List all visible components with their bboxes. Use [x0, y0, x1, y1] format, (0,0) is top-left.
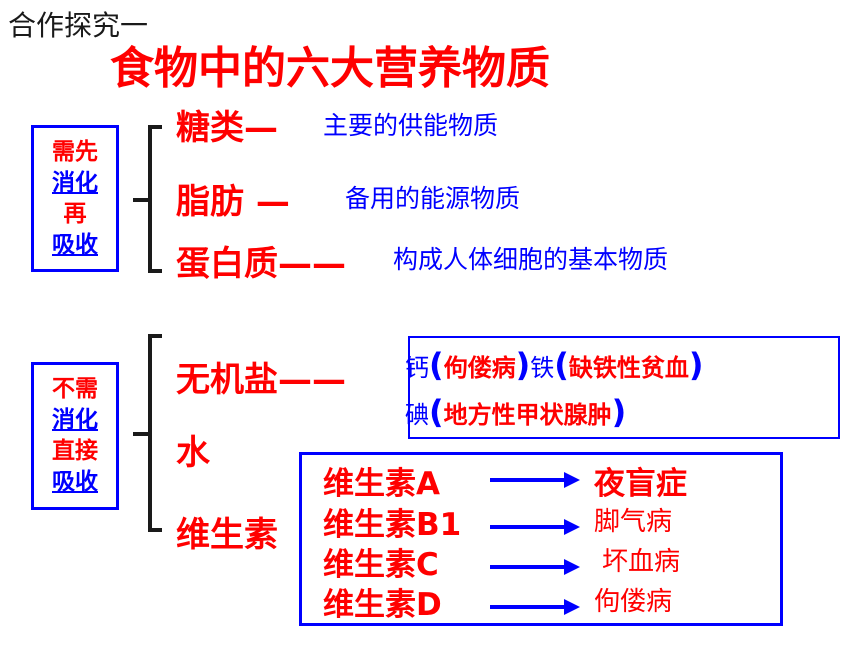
vitamins-box — [299, 452, 783, 626]
mineral-text: 铁 — [530, 353, 555, 382]
corner-label: 合作探究一 — [8, 9, 149, 42]
vitamin-deficiency-disease: 坏血病 — [602, 547, 681, 577]
vitamin-deficiency-disease: 佝偻病 — [594, 587, 673, 617]
nutrient-vitamin: 维生素 — [176, 515, 278, 555]
arrow-right-icon — [490, 599, 580, 615]
arrow-right-icon — [490, 519, 580, 535]
minerals-box — [408, 336, 840, 439]
group1-brace-tick — [133, 198, 149, 202]
arrow-right-icon — [490, 472, 580, 488]
group1-label-line: 需先 — [52, 138, 98, 165]
group2-label-box: 不需 消化 直接 吸收 — [31, 362, 119, 510]
paren-glyph: ) — [515, 346, 531, 384]
nutrient-sugar: 糖类— — [176, 108, 278, 148]
mineral-text: 佝偻病 — [443, 353, 516, 382]
group2-label-line: 消化 — [52, 407, 98, 433]
nutrient-mineral: 无机盐—— — [176, 360, 346, 400]
nutrient-water: 水 — [176, 433, 210, 473]
group2-brace-tick — [133, 432, 149, 436]
mineral-text: 钙 — [405, 353, 429, 382]
nutrient-fat: 脂肪 — — [176, 182, 290, 222]
minerals-row-2: 碘(地方性甲状腺肿) — [405, 392, 626, 432]
paren-glyph: ( — [554, 346, 569, 384]
group1-label-line: 吸收 — [52, 231, 98, 258]
group2-brace — [148, 334, 162, 532]
vitamin-name: 维生素A — [323, 466, 440, 502]
paren-glyph: ) — [688, 346, 704, 384]
paren-glyph: ( — [429, 346, 444, 384]
nutrient-fat-desc: 备用的能源物质 — [345, 184, 521, 213]
group1-brace — [148, 125, 162, 273]
group2-label-line: 不需 — [52, 376, 98, 402]
paren-glyph: ) — [611, 393, 627, 431]
group2-label-line: 吸收 — [52, 469, 98, 495]
vitamin-name: 维生素D — [323, 587, 442, 623]
vitamin-name: 维生素C — [323, 547, 439, 583]
arrow-right-icon — [490, 559, 580, 575]
group2-label-line: 直接 — [52, 438, 98, 464]
mineral-text: 碘 — [405, 400, 429, 429]
vitamin-name: 维生素B1 — [323, 507, 462, 543]
minerals-row-1: 钙(佝偻病)铁(缺铁性贫血) — [405, 345, 704, 385]
vitamin-deficiency-disease: 夜盲症 — [594, 466, 687, 502]
page-title: 食物中的六大营养物质 — [110, 43, 550, 94]
nutrient-protein: 蛋白质—— — [176, 244, 346, 284]
group1-label-line: 消化 — [52, 169, 98, 196]
paren-glyph: ( — [429, 393, 444, 431]
nutrient-sugar-desc: 主要的供能物质 — [323, 111, 499, 140]
vitamin-deficiency-disease: 脚气病 — [594, 507, 673, 537]
group1-label-box: 需先 消化 再 吸收 — [31, 125, 119, 272]
group1-label-line: 再 — [63, 200, 87, 227]
nutrient-protein-desc: 构成人体细胞的基本物质 — [393, 245, 669, 274]
mineral-text: 地方性甲状腺肿 — [443, 400, 612, 429]
mineral-text: 缺铁性贫血 — [568, 353, 689, 382]
